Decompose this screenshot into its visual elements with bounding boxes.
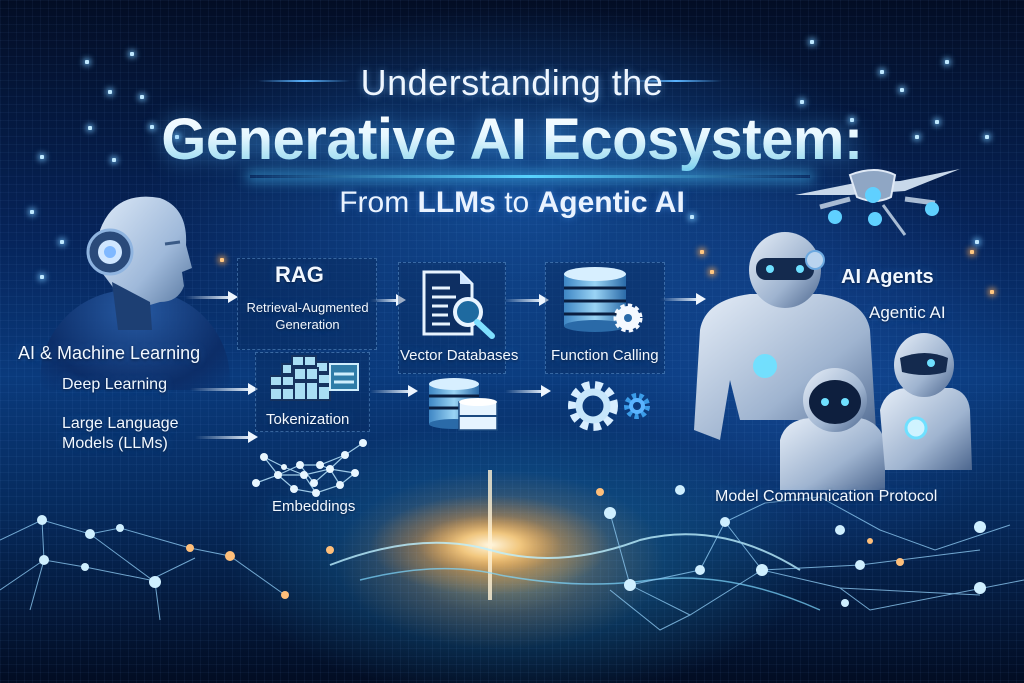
- subtitle-agentic: Agentic AI: [537, 186, 685, 219]
- arrow-tokenization-to-db: [370, 385, 418, 397]
- tokenization-label: Tokenization: [266, 411, 350, 428]
- label-llms: Large Language Models (LLMs): [62, 415, 179, 452]
- robot-group-icon: [694, 232, 972, 490]
- label-deep-learning: Deep Learning: [62, 376, 167, 393]
- vector-databases-label: Vector Databases: [400, 347, 519, 364]
- rag-title: RAG: [275, 262, 324, 287]
- token-blocks-icon: [270, 355, 359, 401]
- neural-network-decoration: [0, 470, 1024, 631]
- subtitle-prefix: From: [339, 186, 410, 219]
- node-graph-icon: [252, 439, 367, 497]
- subtitle: From LLMs to Agentic AI: [0, 186, 1024, 220]
- title-line-1: Understanding the: [360, 62, 664, 103]
- gears-icon: [568, 381, 650, 431]
- title-rule-left: [258, 80, 350, 82]
- database-stack-icon: [429, 378, 498, 431]
- function-calling-label: Function Calling: [551, 347, 659, 364]
- panel-rag: [237, 258, 377, 350]
- ai-agents-title: AI Agents: [841, 266, 934, 288]
- document-search-icon: [422, 270, 495, 339]
- arrow-db-to-gears: [505, 385, 551, 397]
- subtitle-llms: LLMs: [417, 186, 496, 219]
- agentic-ai-subtitle: Agentic AI: [869, 303, 946, 322]
- embeddings-label: Embeddings: [272, 498, 356, 515]
- arrow-to-embeddings: [195, 431, 258, 443]
- title-underline-glow: [250, 175, 810, 178]
- arrow-rag-to-vector: [370, 294, 406, 306]
- arrow-to-tokenization: [190, 383, 258, 395]
- label-ai-ml: AI & Machine Learning: [18, 343, 201, 363]
- title-rule-right: [630, 80, 722, 82]
- database-gear-icon: [564, 267, 643, 333]
- arrow-vector-to-function: [503, 294, 549, 306]
- drone-icon: [795, 169, 960, 236]
- arrow-to-rag: [185, 291, 238, 303]
- arrow-function-to-agents: [660, 293, 706, 305]
- model-communication-protocol-label: Model Communication Protocol: [715, 488, 938, 505]
- subtitle-mid: to: [504, 186, 530, 219]
- android-head-icon: [86, 196, 192, 330]
- rag-subtitle: Retrieval-Augmented Generation: [246, 300, 369, 332]
- page-title: Generative AI Ecosystem:: [0, 106, 1024, 173]
